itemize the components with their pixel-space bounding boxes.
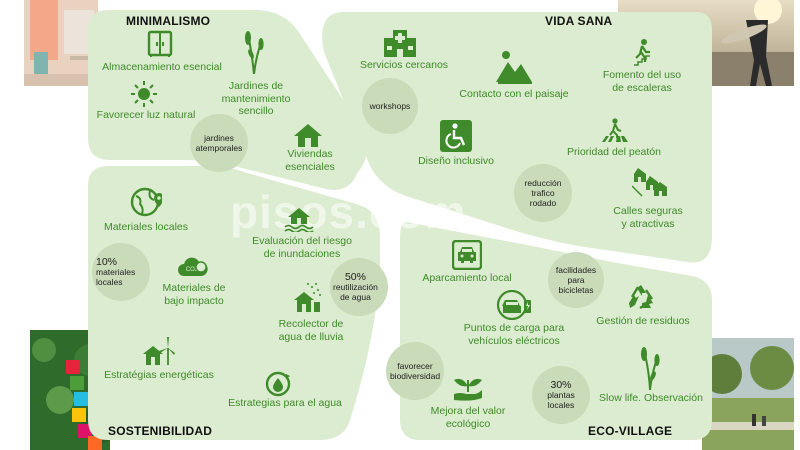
grass-icon bbox=[245, 31, 264, 74]
label-recolector-lluvia: Recolector de agua de lluvia bbox=[278, 318, 344, 343]
bubble-favorecer-biodiversidad: favorecer biodiversidad bbox=[386, 342, 444, 400]
title-eco-village: ECO-VILLAGE bbox=[588, 424, 673, 438]
title-vida-sana: VIDA SANA bbox=[545, 14, 613, 28]
location-globe-icon bbox=[130, 187, 162, 217]
label-materiales-bajo-impacto: Materiales de bajo impacto bbox=[162, 282, 226, 307]
svg-text:CO2: CO2 bbox=[186, 267, 199, 273]
panel-vida-sana bbox=[322, 12, 712, 263]
label-evaluacion-inundaciones: Evaluación del riesgo de inundaciones bbox=[252, 235, 352, 260]
mountain-icon bbox=[496, 51, 532, 84]
bubble-reutilizacion-agua: 50%reutilización de agua bbox=[330, 258, 388, 316]
rain-collector-icon bbox=[294, 283, 321, 312]
label-mejora-valor-ecologico: Mejora del valor ecológico bbox=[430, 405, 506, 430]
parking-car-icon bbox=[452, 240, 482, 270]
hand-plant-icon bbox=[454, 378, 482, 401]
wheelchair-icon bbox=[440, 120, 472, 152]
title-sostenibilidad: SOSTENIBILIDAD bbox=[108, 424, 213, 438]
label-prioridad-peaton: Prioridad del peatón bbox=[567, 146, 661, 158]
label-contacto-paisaje: Contacto con el paisaje bbox=[459, 88, 569, 100]
label-servicios-cercanos: Servicios cercanos bbox=[359, 59, 449, 71]
label-estrategias-agua: Estrategias para el agua bbox=[228, 397, 342, 409]
panel-sostenibilidad bbox=[88, 166, 380, 440]
label-puntos-carga: Puntos de carga para vehículos eléctrico… bbox=[463, 322, 565, 347]
label-diseno-inclusivo: Diseño inclusivo bbox=[418, 155, 494, 167]
recycle-icon bbox=[629, 285, 653, 310]
reeds-icon bbox=[641, 347, 660, 390]
crosswalk-icon bbox=[602, 118, 628, 142]
stairs-icon bbox=[634, 39, 650, 66]
wind-house-icon bbox=[143, 337, 175, 365]
sun-icon bbox=[131, 81, 157, 107]
bubble-plantas-locales: 30%plantas locales bbox=[532, 366, 590, 424]
bubble-jardines-atemporales: jardines atemporales bbox=[190, 114, 248, 172]
label-aparcamiento-local: Aparcamiento local bbox=[422, 272, 512, 284]
wardrobe-icon bbox=[147, 30, 173, 57]
label-fomento-escaleras: Fomento del uso de escaleras bbox=[602, 69, 682, 94]
label-materiales-locales: Materiales locales bbox=[103, 221, 189, 233]
flood-house-icon bbox=[284, 208, 314, 232]
label-favorecer-luz: Favorecer luz natural bbox=[96, 109, 196, 121]
water-cycle-icon bbox=[265, 371, 291, 397]
co2-cloud-icon: CO2 bbox=[178, 257, 208, 276]
label-almacenamiento-esencial: Almacenamiento esencial bbox=[102, 61, 222, 73]
street-houses-icon bbox=[632, 168, 667, 197]
bubble-facilidades-bicicletas: facilidades para bicicletas bbox=[548, 252, 604, 308]
ev-charging-icon bbox=[496, 290, 531, 320]
label-estrategias-energeticas: Estratégias energéticas bbox=[104, 369, 214, 381]
photo-interior bbox=[24, 0, 98, 86]
bubble-materiales-locales: 10%materiales locales bbox=[92, 243, 150, 301]
house-icon bbox=[294, 124, 322, 147]
label-jardines-mantenimiento: Jardines de mantenimiento sencillo bbox=[221, 80, 291, 117]
hospital-icon bbox=[384, 30, 416, 57]
panel-eco-village bbox=[400, 221, 712, 440]
label-slow-life: Slow life. Observación bbox=[599, 392, 703, 404]
label-calles-seguras: Calles seguras y atractivas bbox=[613, 205, 683, 230]
bubble-workshops: workshops bbox=[362, 78, 418, 134]
label-viviendas-esenciales: Viviendas esenciales bbox=[285, 148, 335, 173]
label-gestion-residuos: Gestión de residuos bbox=[596, 315, 690, 327]
watermark: pisos.com bbox=[230, 186, 467, 238]
title-minimalismo: MINIMALISMO bbox=[126, 14, 211, 28]
bubble-reduccion-trafico: reducción trafico rodado bbox=[514, 164, 572, 222]
